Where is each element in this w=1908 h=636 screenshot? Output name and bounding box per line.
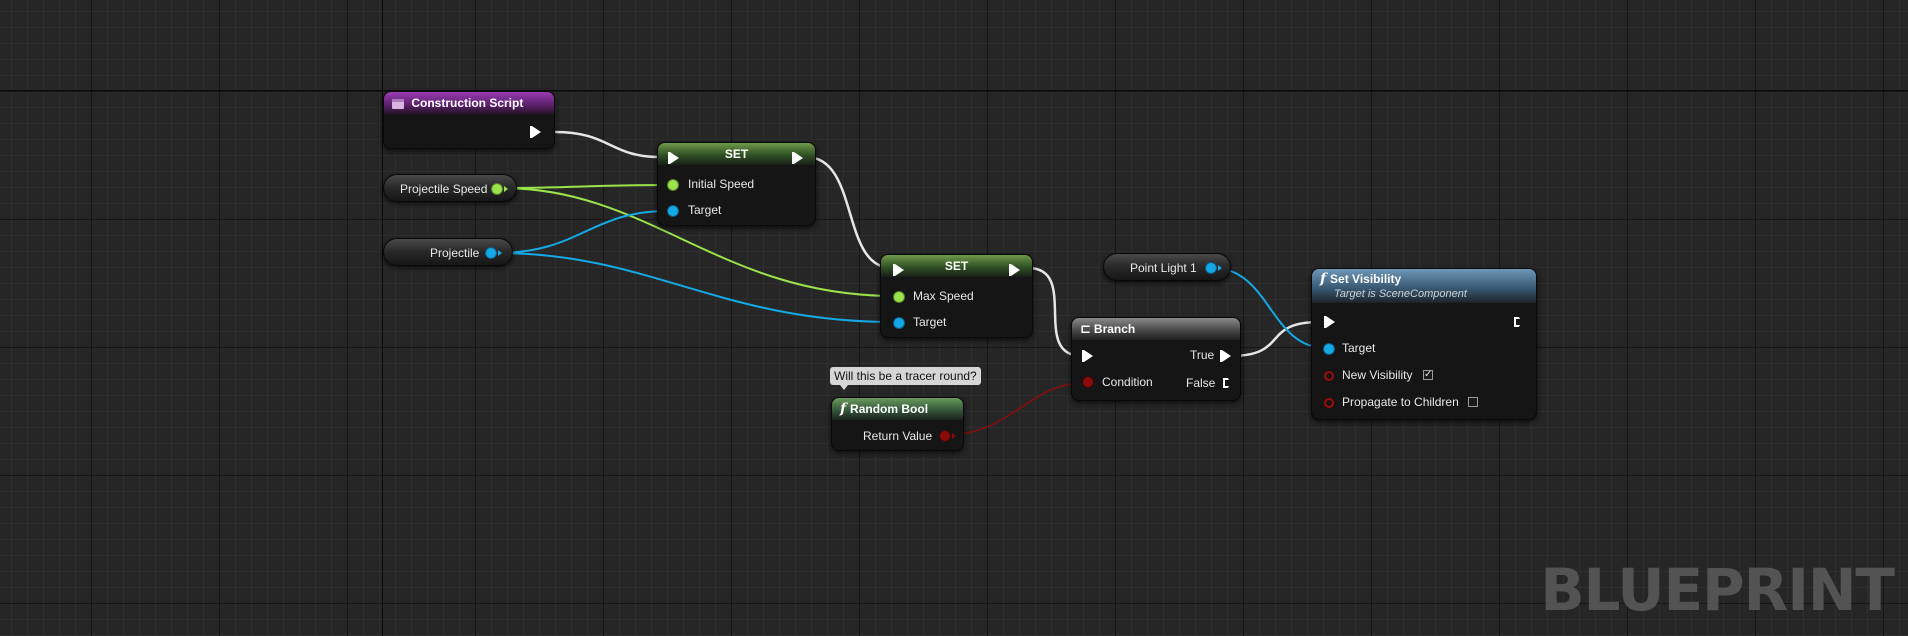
exec-out-pin[interactable] xyxy=(792,152,803,164)
pin-arrow-icon xyxy=(1218,265,1222,271)
set-header: SET xyxy=(881,255,1032,277)
blueprint-watermark: BLUEPRINT xyxy=(1540,556,1895,624)
event-icon xyxy=(392,98,404,109)
construction-script-header: Construction Script xyxy=(384,92,554,114)
set-initial-speed-node[interactable]: SET Initial Speed Target xyxy=(657,142,816,226)
exec-wire xyxy=(805,155,893,270)
comment-bubble: Will this be a tracer round? xyxy=(830,367,981,390)
bool-wire xyxy=(945,382,1084,436)
set-header: SET xyxy=(658,143,815,165)
target-label: Target xyxy=(913,315,947,329)
float-wire xyxy=(501,184,669,189)
projectile-speed-label: Projectile Speed xyxy=(400,182,488,196)
exec-in-pin[interactable] xyxy=(668,152,679,164)
exec-in-pin[interactable] xyxy=(1082,350,1093,362)
set-max-speed-node[interactable]: SET Max Speed Target xyxy=(880,254,1033,338)
branch-node[interactable]: ⊏Branch True Condition False xyxy=(1071,317,1241,401)
pin-arrow-icon xyxy=(498,250,502,256)
max-speed-label: Max Speed xyxy=(913,289,974,303)
true-label: True xyxy=(1190,348,1215,362)
new-visibility-label: New Visibility xyxy=(1342,368,1413,382)
point-light-label: Point Light 1 xyxy=(1130,261,1197,275)
target-pin[interactable] xyxy=(1324,344,1334,354)
initial-speed-label: Initial Speed xyxy=(688,177,755,191)
projectile-label: Projectile xyxy=(430,246,480,260)
branch-icon: ⊏ xyxy=(1080,321,1091,336)
projectile-speed-out-pin[interactable] xyxy=(492,184,502,194)
projectile-out-pin[interactable] xyxy=(486,248,496,258)
exec-wire xyxy=(554,130,661,159)
set-visibility-title: Set Visibility xyxy=(1330,272,1402,286)
object-wire xyxy=(496,210,669,254)
construction-script-title: Construction Script xyxy=(411,96,524,110)
propagate-to-children-pin[interactable] xyxy=(1324,398,1334,408)
set-title: SET xyxy=(724,147,749,161)
graph-origin-axis-horizontal xyxy=(0,90,1908,91)
object-wire xyxy=(496,252,895,323)
projectile-speed-variable-node[interactable]: Projectile Speed xyxy=(383,174,517,202)
return-value-label: Return Value xyxy=(863,429,933,443)
point-light-out-pin[interactable] xyxy=(1206,263,1216,273)
max-speed-pin[interactable] xyxy=(894,292,904,302)
exec-out-pin[interactable] xyxy=(1009,264,1020,276)
projectile-variable-node[interactable]: Projectile xyxy=(383,238,513,266)
construction-script-node[interactable]: Construction Script xyxy=(383,91,555,149)
random-bool-title: Random Bool xyxy=(850,402,929,416)
condition-label: Condition xyxy=(1102,375,1153,389)
target-label: Target xyxy=(1342,341,1376,355)
branch-header: ⊏Branch xyxy=(1072,318,1240,340)
new-visibility-pin[interactable] xyxy=(1324,371,1334,381)
function-icon: f xyxy=(1320,271,1327,287)
set-title: SET xyxy=(944,259,969,273)
condition-pin[interactable] xyxy=(1083,377,1093,387)
exec-in-pin[interactable] xyxy=(893,264,904,276)
exec-in-pin[interactable] xyxy=(1324,316,1335,328)
return-value-pin[interactable] xyxy=(940,431,950,441)
exec-true-pin[interactable] xyxy=(1220,350,1231,362)
propagate-to-children-checkbox[interactable] xyxy=(1468,397,1478,407)
graph-origin-axis-vertical xyxy=(382,0,383,636)
false-label: False xyxy=(1186,376,1216,390)
target-pin[interactable] xyxy=(668,206,678,216)
initial-speed-pin[interactable] xyxy=(668,180,678,190)
set-visibility-subtitle: Target is SceneComponent xyxy=(1334,288,1467,300)
branch-title: Branch xyxy=(1093,322,1136,336)
pin-arrow-icon xyxy=(952,433,956,439)
propagate-to-children-label: Propagate to Children xyxy=(1342,395,1459,409)
exec-out-pin[interactable] xyxy=(1514,317,1522,327)
function-icon: f xyxy=(840,401,847,417)
exec-wire xyxy=(1229,320,1321,358)
pin-arrow-icon xyxy=(504,186,508,192)
target-pin[interactable] xyxy=(894,318,904,328)
point-light-variable-node[interactable]: Point Light 1 xyxy=(1103,253,1231,281)
exec-out-pin[interactable] xyxy=(530,126,541,138)
exec-false-pin[interactable] xyxy=(1223,378,1231,388)
target-label: Target xyxy=(688,203,722,217)
new-visibility-checkbox[interactable]: ✓ xyxy=(1423,369,1433,380)
